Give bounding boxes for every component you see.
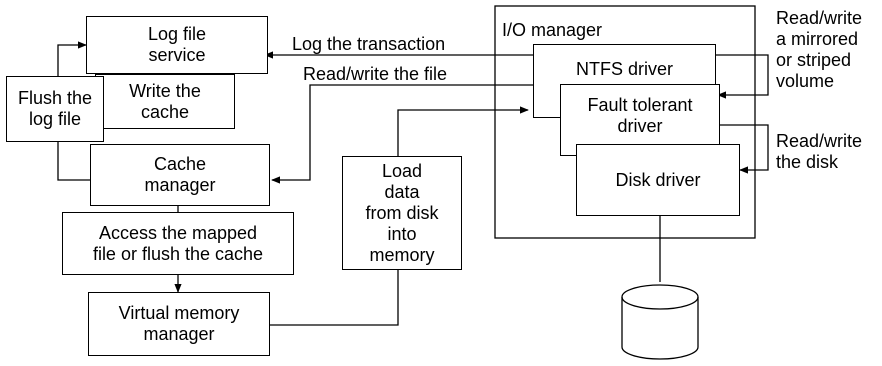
cache-manager-box: Cache manager xyxy=(90,144,270,206)
rw-disk-arrow xyxy=(720,124,769,174)
write-cache-box: Write the cache xyxy=(95,74,235,129)
io-manager-frame xyxy=(494,5,756,239)
virtual-memory-manager-label: Virtual memory manager xyxy=(118,303,240,344)
rw-file-label: Read/write the file xyxy=(303,64,448,84)
disk-cylinder-icon xyxy=(621,284,699,360)
flush-log-label: Flush the log file xyxy=(17,88,93,129)
access-mapped-label: Access the mapped file or flush the cach… xyxy=(92,222,264,264)
log-file-service-label: Log file service xyxy=(147,24,207,65)
ntfs-driver-label: NTFS driver xyxy=(575,59,673,79)
rw-file-arrow xyxy=(271,84,533,184)
load-data-label: Load data from disk into memory xyxy=(365,160,439,265)
fault-tolerant-driver-label: Fault tolerant driver xyxy=(587,95,693,136)
log-transaction-label: Log the transaction xyxy=(292,34,446,54)
access-mapped-box: Access the mapped file or flush the cach… xyxy=(62,212,294,275)
io-manager-label: I/O manager xyxy=(502,20,603,40)
flush-log-box: Flush the log file xyxy=(6,76,104,142)
log-file-service-box: Log file service xyxy=(86,16,268,74)
rw-disk-label: Read/write the disk xyxy=(776,131,863,172)
load-data-box: Load data from disk into memory xyxy=(342,156,462,270)
write-cache-label: Write the cache xyxy=(129,80,201,122)
disk-driver-label: Disk driver xyxy=(615,169,701,190)
rw-mirrored-arrow xyxy=(716,54,769,99)
cache-manager-label: Cache manager xyxy=(144,154,216,195)
virtual-memory-manager-box: Virtual memory manager xyxy=(88,292,270,356)
disk-driver-box: Disk driver xyxy=(576,144,740,216)
rw-mirrored-label: Read/write a mirrored or striped volume xyxy=(776,8,863,91)
